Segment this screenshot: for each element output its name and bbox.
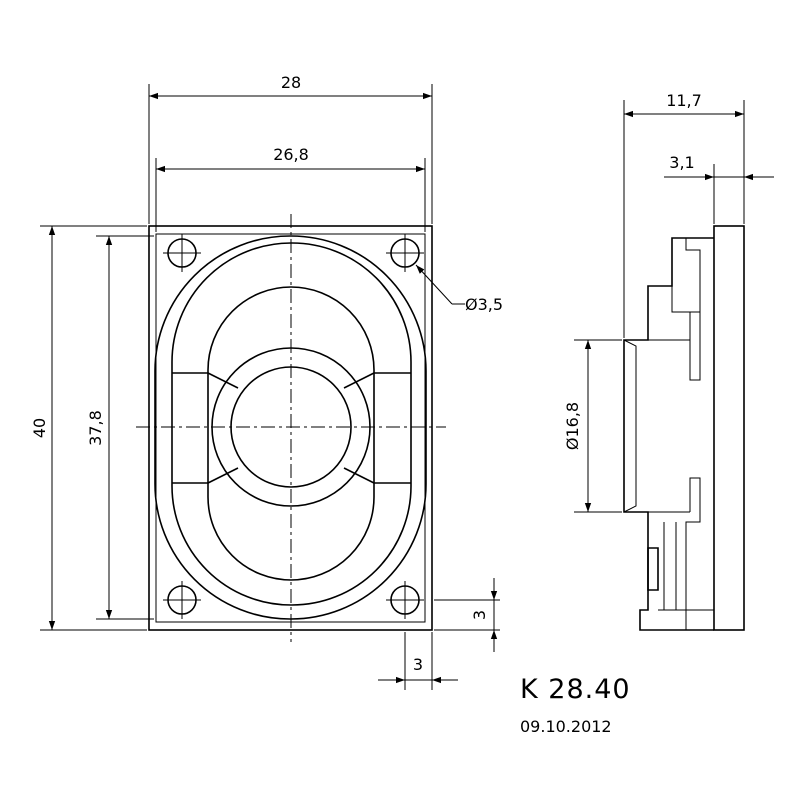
dim-inner-height: 37,8 [86, 410, 105, 446]
dim-frame-thickness: 3,1 [669, 153, 694, 172]
dim-magnet-diameter: Ø16,8 [563, 402, 582, 450]
side-frame-flange [713, 225, 745, 631]
dim-overall-width: 28 [281, 73, 301, 92]
dim-hole-offset-y: 3 [470, 610, 489, 620]
side-body-outline [623, 237, 714, 631]
basket-bridges [172, 372, 411, 484]
drawing-date: 09.10.2012 [520, 717, 612, 736]
model-title: K 28.40 [520, 674, 631, 705]
dim-overall-height: 40 [30, 418, 49, 438]
dim-inner-width: 26,8 [273, 145, 309, 164]
front-view [136, 214, 446, 642]
dim-depth: 11,7 [666, 91, 702, 110]
dim-hole-diameter: Ø3,5 [465, 295, 503, 314]
side-dimensions: 11,7 3,1 Ø16,8 [563, 91, 774, 513]
front-dimensions: 28 26,8 40 37,8 Ø3,5 3 3 [30, 73, 503, 690]
solder-terminal [647, 547, 659, 591]
mounting-holes [163, 234, 424, 619]
dim-hole-offset-x: 3 [413, 655, 423, 674]
cone-surround [207, 286, 375, 581]
side-view [623, 225, 745, 631]
